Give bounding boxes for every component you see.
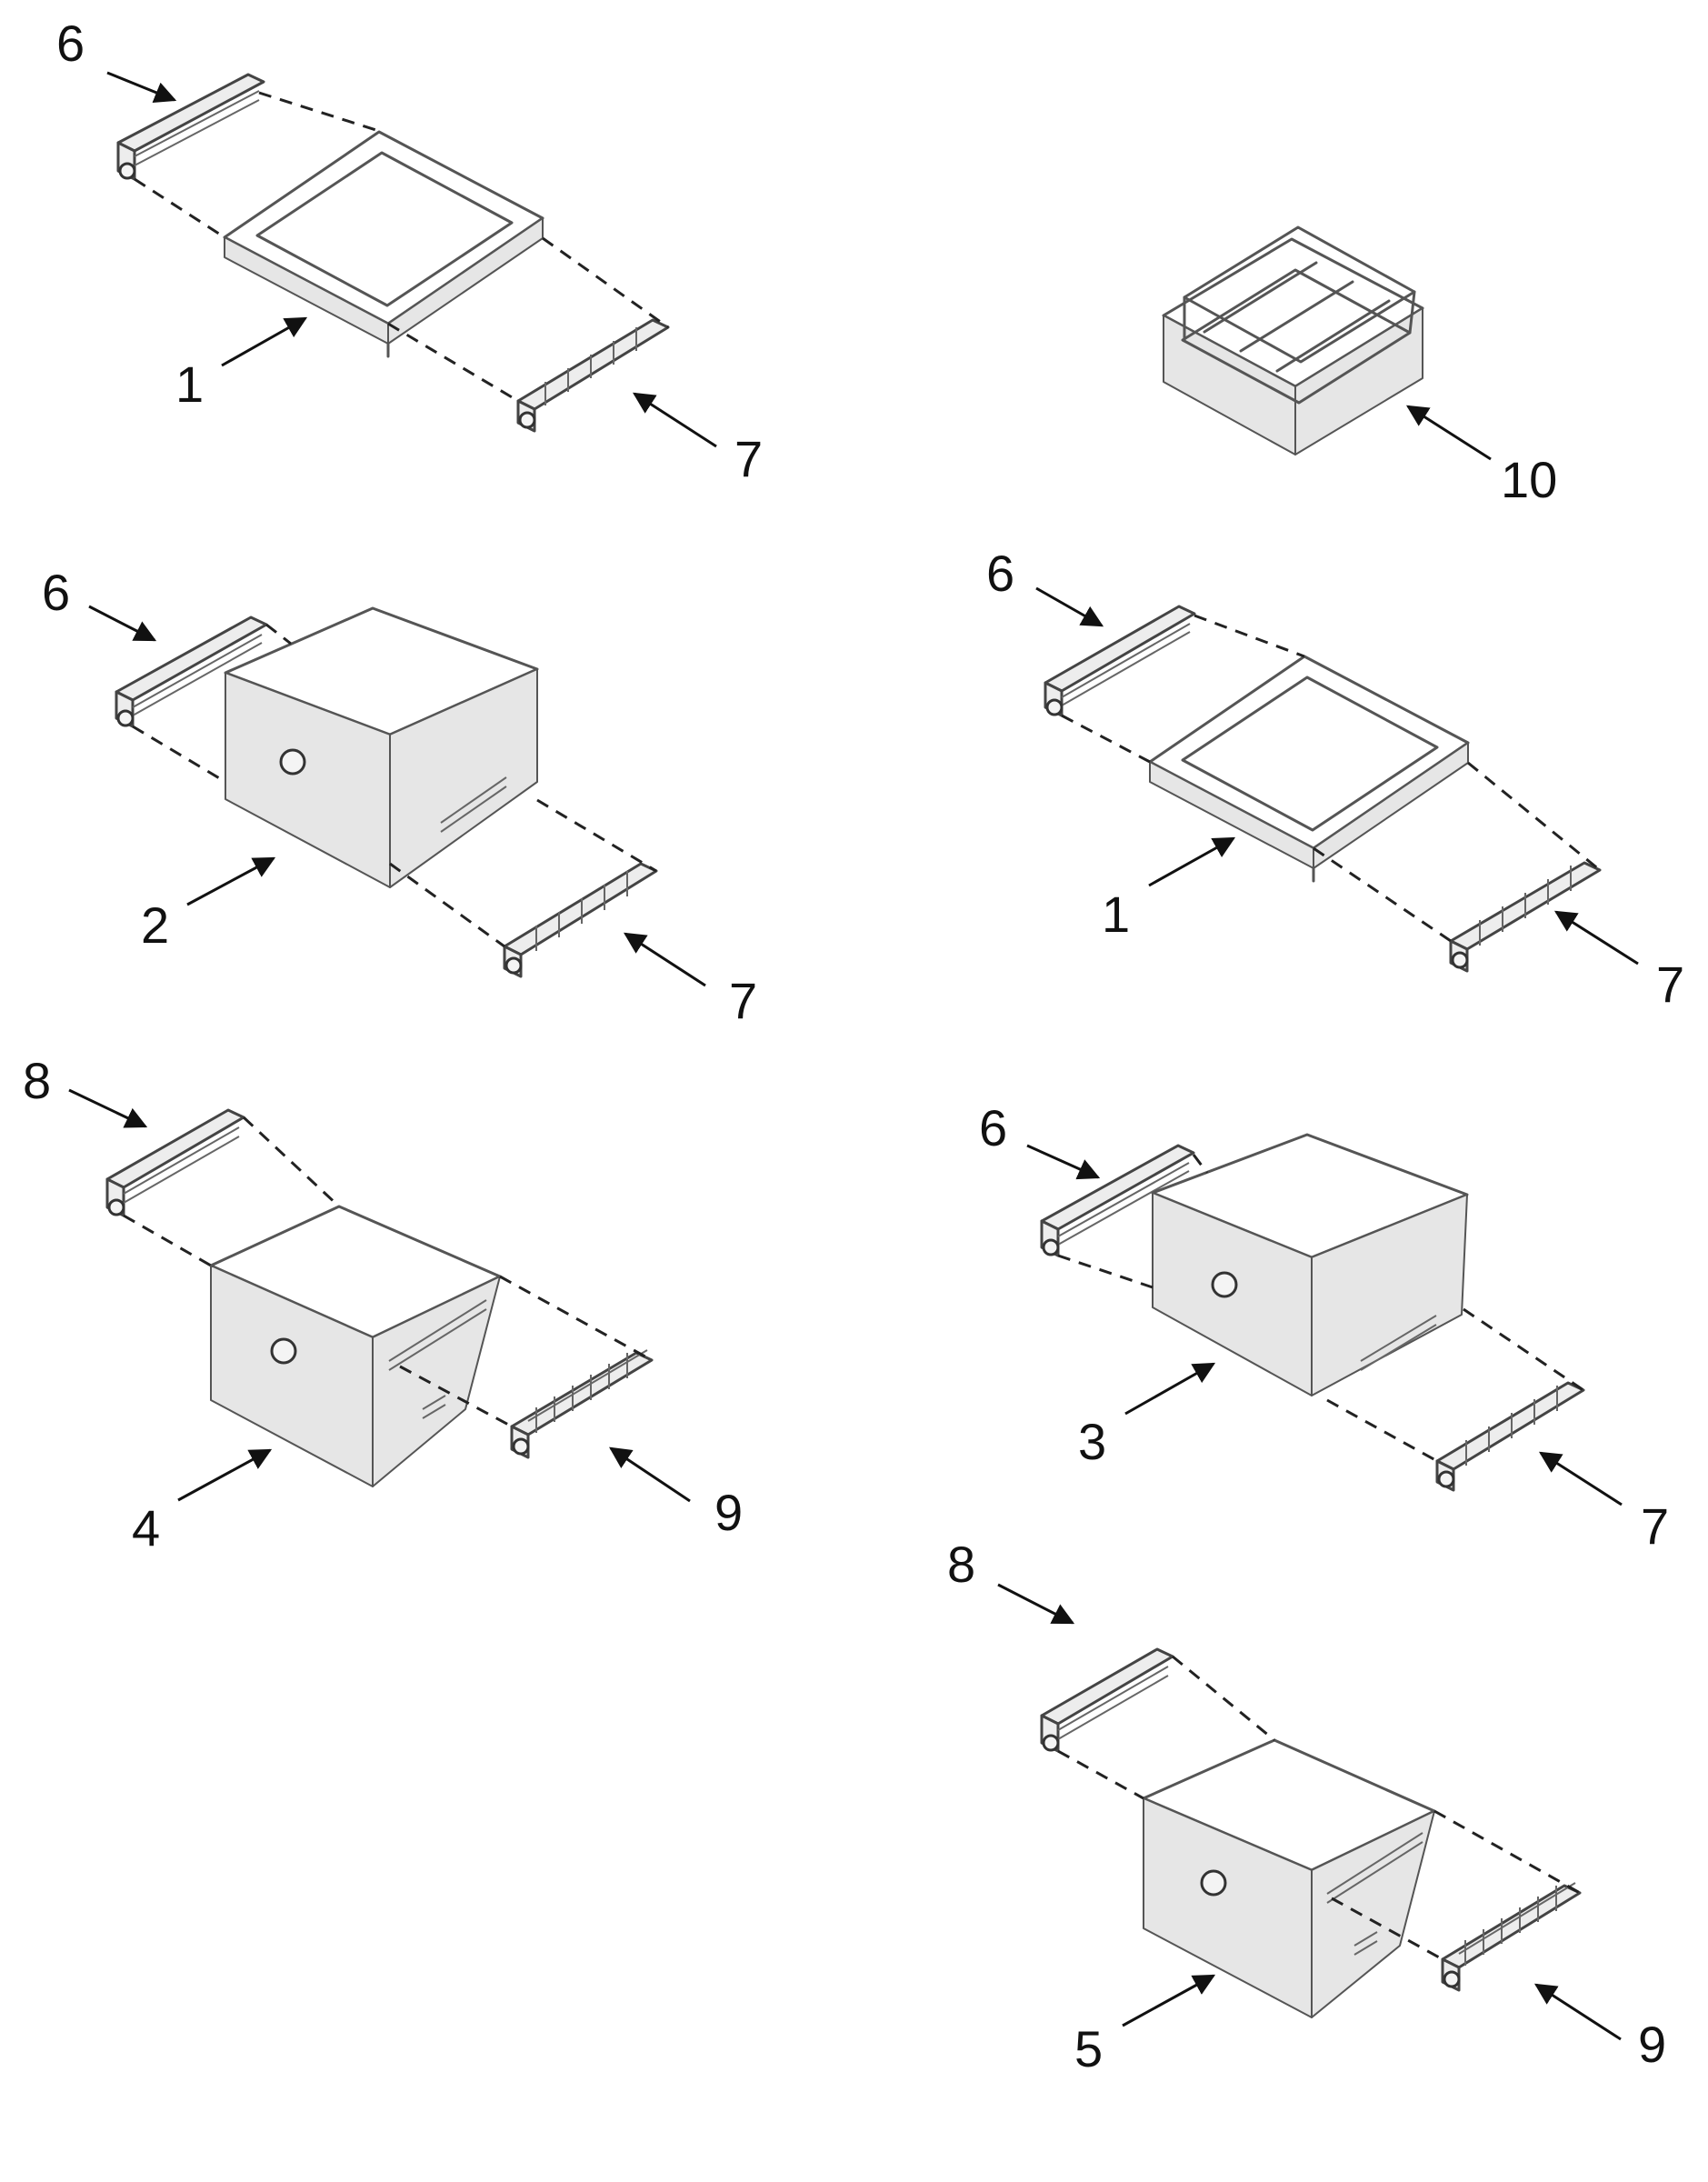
rail-right-7-f: [1435, 1381, 1585, 1492]
callout-6-middle-left: 6: [42, 564, 70, 621]
rail-left-6-f: [1040, 1144, 1195, 1257]
assembly-b: 10: [1162, 225, 1557, 508]
callout-1-top-left: 1: [175, 355, 204, 413]
callout-6-lower-right: 6: [979, 1099, 1007, 1156]
callout-7-middle-left: 7: [729, 972, 757, 1029]
assembly-a: 6 1 7: [56, 15, 763, 487]
tray-1: [223, 130, 544, 358]
assembly-d: 6 1 7: [986, 545, 1684, 1013]
rail-right-7-c: [503, 862, 658, 978]
rack-10: [1162, 225, 1424, 455]
rail-right-9: [510, 1349, 654, 1459]
callout-7-lower-right: 7: [1641, 1497, 1669, 1555]
callout-10: 10: [1501, 451, 1557, 508]
callout-3: 3: [1078, 1413, 1106, 1470]
callout-9-lower-left: 9: [714, 1484, 743, 1541]
callout-9-bottom-right: 9: [1638, 2016, 1666, 2073]
tray-1-d: [1148, 655, 1470, 883]
rail-left-8: [105, 1108, 245, 1217]
callout-8-lower-left: 8: [23, 1052, 51, 1109]
callout-2: 2: [141, 896, 169, 954]
callout-5: 5: [1074, 2020, 1103, 2077]
assembly-g: 8 5 9: [947, 1536, 1666, 2077]
assembly-e: 8 4 9: [23, 1052, 743, 1556]
crisper-2: [224, 606, 539, 888]
rail-left-6: [116, 73, 265, 181]
rail-right-7-d: [1449, 861, 1602, 973]
drawer-4: [209, 1205, 502, 1487]
rail-left-8-g: [1040, 1647, 1174, 1753]
callout-6-top-left: 6: [56, 15, 85, 72]
callout-4: 4: [132, 1499, 160, 1556]
callout-1-middle-right: 1: [1102, 886, 1130, 943]
callout-7-middle-right: 7: [1656, 956, 1684, 1013]
crisper-3: [1151, 1133, 1469, 1396]
callout-6-middle-right: 6: [986, 545, 1014, 602]
callout-7-top-left: 7: [734, 430, 763, 487]
callout-8-bottom-right: 8: [947, 1536, 975, 1593]
drawer-5: [1142, 1738, 1436, 2018]
assembly-f: 6 3 7: [979, 1099, 1669, 1555]
rail-right-9-g: [1441, 1882, 1582, 1992]
rail-right-7: [516, 318, 670, 433]
assembly-c: 6 2 7: [42, 564, 757, 1029]
rail-left-6-d: [1044, 605, 1196, 717]
